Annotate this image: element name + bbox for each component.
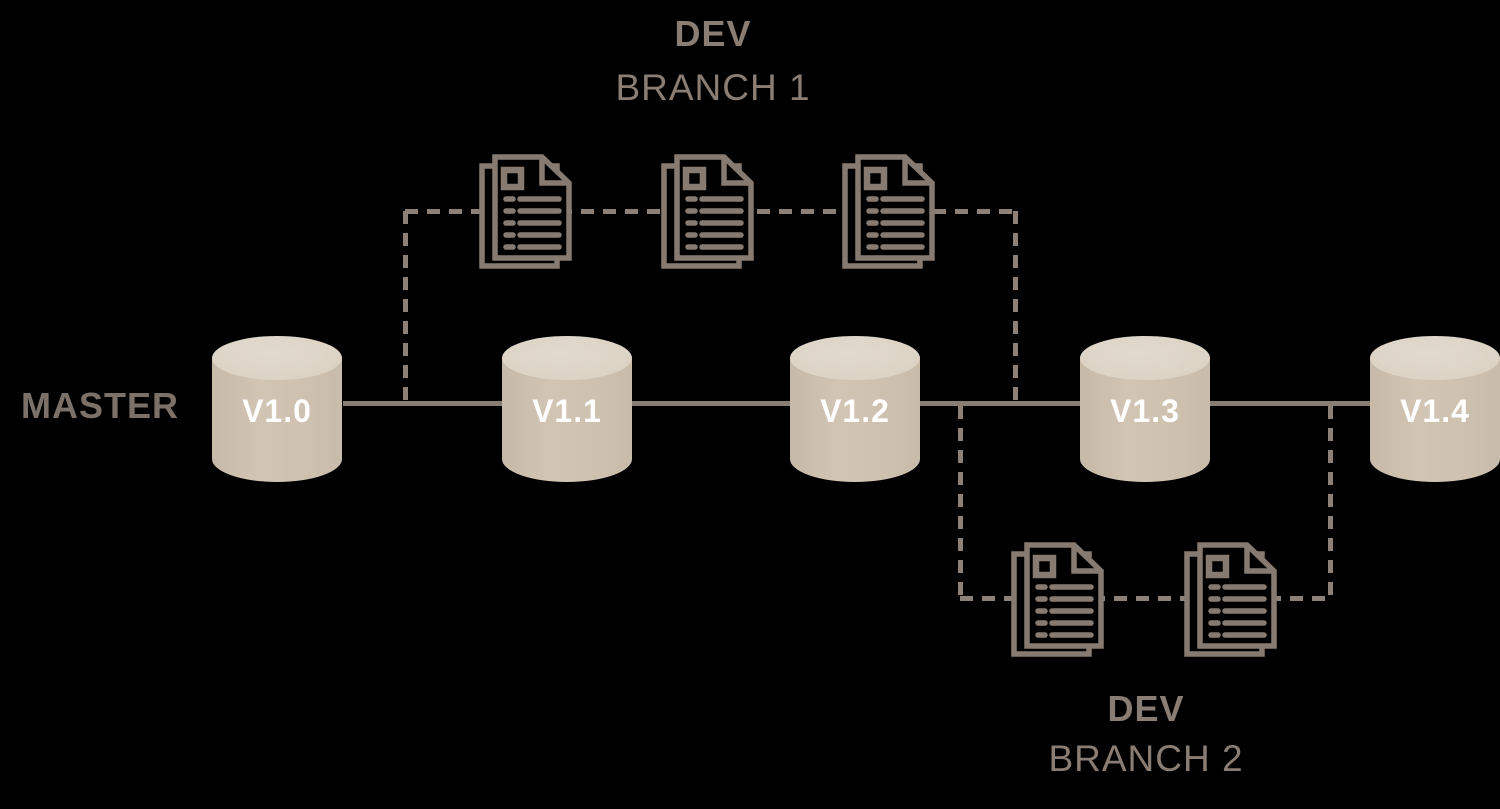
database-node-v1-3: V1.3 [1080,336,1210,482]
document-stack-icon [479,154,579,270]
version-label: V1.2 [820,393,890,429]
branch2-merge-connector [1328,406,1333,598]
database-node-v1-1: V1.1 [502,336,632,482]
version-label: V1.3 [1110,393,1180,429]
branch1-merge-connector [1013,211,1018,404]
database-cylinder-top [502,336,632,380]
database-node-v1-0: V1.0 [212,336,342,482]
database-cylinder-top [212,336,342,380]
branch1-fork-connector [403,211,408,404]
branch2-fork-connector [958,406,963,598]
version-label: V1.4 [1400,393,1470,429]
version-label: V1.1 [532,393,602,429]
master-label: MASTER [21,385,179,426]
database-node-v1-2: V1.2 [790,336,920,482]
branch2-title: DEV [1107,688,1185,729]
branch1-title: DEV [674,13,752,54]
branch2-subtitle: BRANCH 2 [1048,738,1244,779]
document-stack-icon [842,154,942,270]
database-node-v1-4: V1.4 [1370,336,1500,482]
branch1-subtitle: BRANCH 1 [615,67,811,108]
database-cylinder-top [1370,336,1500,380]
version-label: V1.0 [242,393,312,429]
document-stack-icon [1184,542,1284,658]
branch2-line [960,596,1332,601]
database-cylinder-top [1080,336,1210,380]
document-stack-icon [661,154,761,270]
database-cylinder-top [790,336,920,380]
document-stack-icon [1011,542,1111,658]
